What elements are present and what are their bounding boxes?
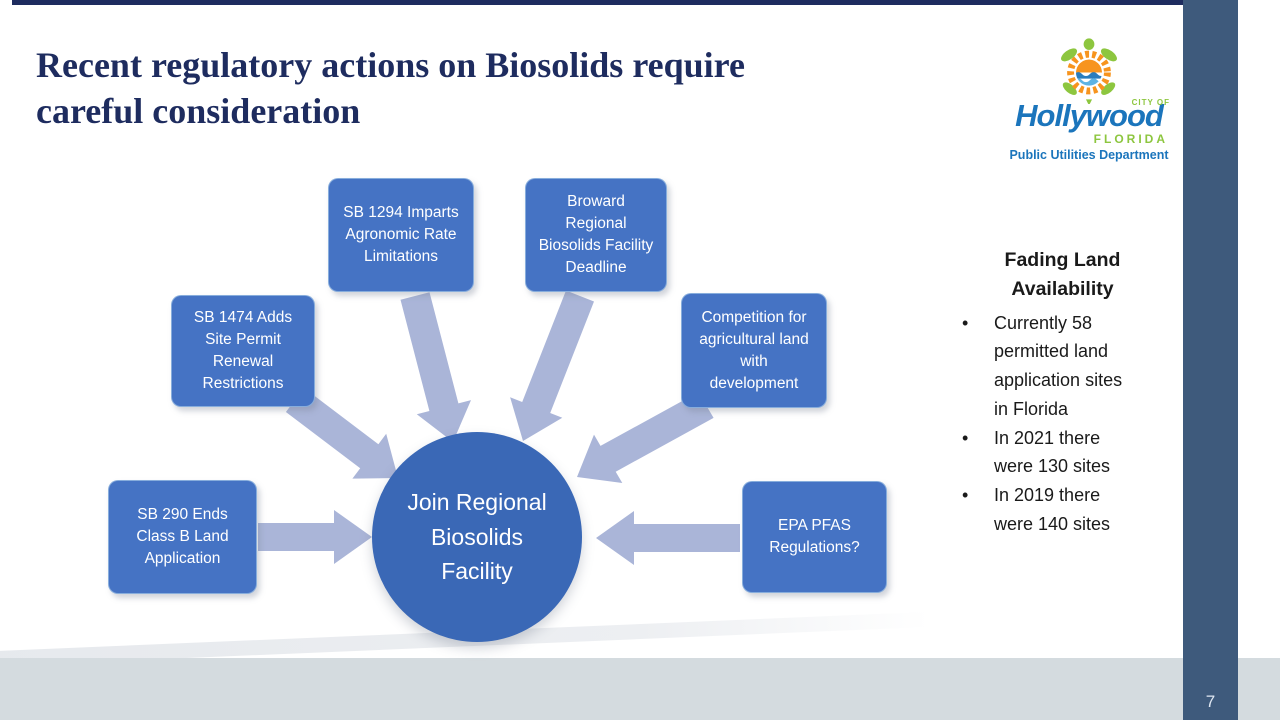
box-sb-1474: SB 1474 Adds Site Permit Renewal Restric… [171,295,315,407]
box-competition: Competition for agricultural land with d… [681,293,827,408]
bullet-text: Currently 58 permitted land application … [994,312,1123,419]
bullet-text: In 2021 there were 130 sites [994,427,1111,477]
arrow-broward-to-center [510,290,594,441]
list-item: • In 2019 there were 140 sites [962,481,1134,539]
bottom-band-decoration [0,658,1280,720]
logo-city-of: CITY OF [1131,98,1170,107]
box-epa-pfas: EPA PFAS Regulations? [742,481,887,593]
center-circle-label: Join Regional Biosolids Facility [407,489,547,585]
logo-name: Hollywood [1015,98,1164,133]
page-number: 7 [1205,692,1216,711]
bullet-dot: • [962,312,969,333]
logo-wordmark: CITY OF Hollywood FLORIDA Public Utiliti… [1000,98,1178,162]
hollywood-logo: CITY OF Hollywood FLORIDA Public Utiliti… [1000,38,1178,162]
box-sb-290: SB 290 Ends Class B Land Application [108,480,257,594]
list-item: • Currently 58 permitted land applicatio… [962,309,1134,424]
bullet-dot: • [962,427,969,448]
turtle-sun-waves-icon [1061,38,1117,104]
right-slate-bar: 7 [1183,0,1238,720]
arrow-epa-to-center [596,511,740,565]
logo-department: Public Utilities Department [1009,148,1169,162]
arrow-sb290-to-center [258,510,372,564]
arrow-sb1294-to-center [400,292,471,442]
box-sb-1294: SB 1294 Imparts Agronomic Rate Limitatio… [328,178,474,292]
logo-state: FLORIDA [1093,132,1168,146]
box-broward-deadline: Broward Regional Biosolids Facility Dead… [525,178,667,292]
top-accent-line [12,0,1237,5]
fading-land-heading: Fading Land Availability [1004,249,1121,301]
bullet-dot: • [962,485,969,506]
list-item: • In 2021 there were 130 sites [962,424,1134,482]
slide-title: Recent regulatory actions on Biosolids r… [36,45,745,132]
fading-land-availability-block: Fading Land Availability • Currently 58 … [960,246,1165,539]
bullet-text: In 2019 there were 140 sites [994,485,1111,535]
center-circle-join-facility: Join Regional Biosolids Facility [372,432,582,642]
